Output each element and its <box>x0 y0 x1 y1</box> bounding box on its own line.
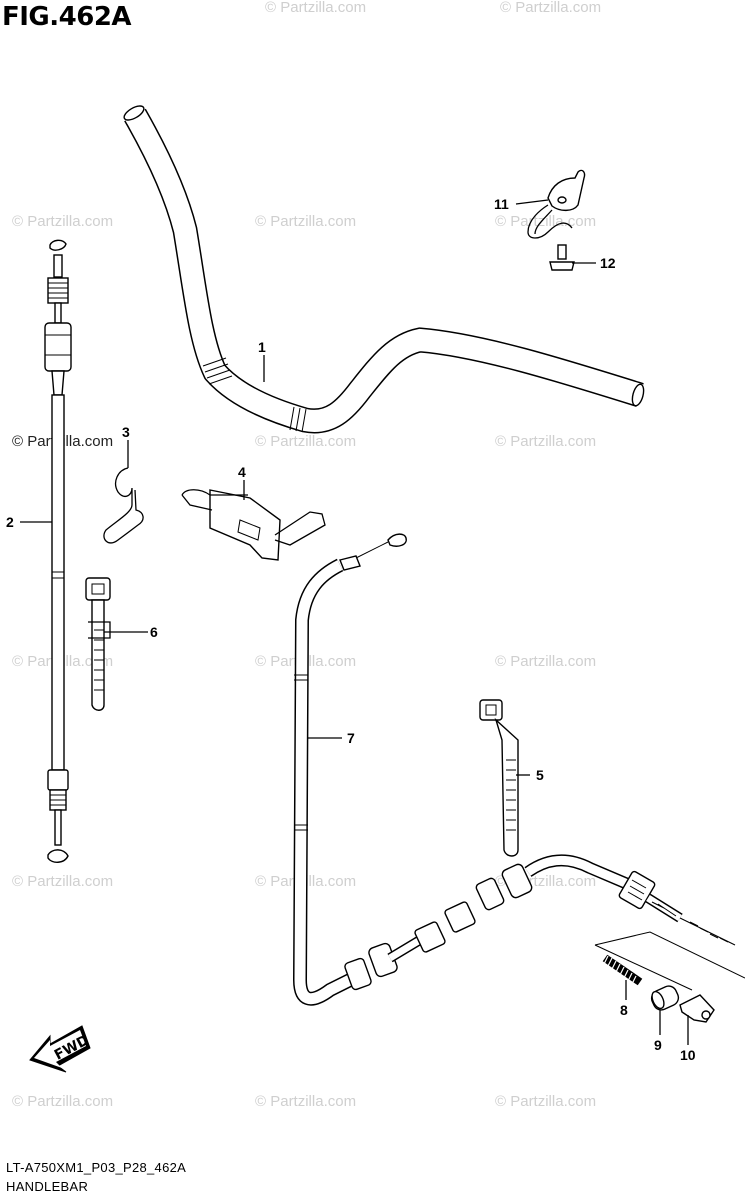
callout-8: 8 <box>620 1002 628 1018</box>
callout-4: 4 <box>238 464 246 480</box>
bolt-part <box>549 244 575 271</box>
callouts: 1 2 3 4 5 6 7 8 9 10 11 12 <box>6 196 696 1063</box>
throttle-cable-part <box>44 239 72 863</box>
watermark: © Partzilla.com <box>12 213 113 230</box>
watermark: © Partzilla.com <box>265 0 366 16</box>
spring-part <box>602 954 643 986</box>
callout-6: 6 <box>150 624 158 640</box>
callout-9: 9 <box>654 1037 662 1053</box>
callout-7: 7 <box>347 730 355 746</box>
callout-3: 3 <box>122 424 130 440</box>
callout-5: 5 <box>536 767 544 783</box>
watermark: © Partzilla.com <box>255 1093 356 1110</box>
holder-part <box>181 489 326 561</box>
callout-12: 12 <box>600 255 616 271</box>
figure-title: FIG.462A <box>2 2 132 32</box>
watermark: © Partzilla.com <box>495 213 596 230</box>
callout-1: 1 <box>258 339 266 355</box>
watermark: © Partzilla.com <box>12 1093 113 1110</box>
clip-part <box>103 467 144 544</box>
callout-2: 2 <box>6 514 14 530</box>
cable-tie-part <box>479 699 519 857</box>
collar-part <box>650 985 680 1011</box>
watermark: © Partzilla.com <box>500 0 601 16</box>
figure-code: LT-A750XM1_P03_P28_462A <box>6 1160 187 1175</box>
knurl-band <box>202 357 233 385</box>
bracket-part <box>527 169 586 239</box>
watermark: © Partzilla.com <box>255 433 356 450</box>
figure-caption: HANDLEBAR <box>6 1179 89 1194</box>
leader-lines <box>20 199 689 1045</box>
adjuster-part <box>679 994 715 1023</box>
brake-cable-part <box>292 533 736 1006</box>
cable-tie-part <box>85 577 111 711</box>
watermark: © Partzilla.com <box>255 213 356 230</box>
watermark: © Partzilla.com <box>495 1093 596 1110</box>
watermark: © Partzilla.com <box>495 653 596 670</box>
handlebar-part <box>123 105 645 434</box>
callout-10: 10 <box>680 1047 696 1063</box>
watermark: © Partzilla.com <box>12 873 113 890</box>
fwd-arrow-icon: FWD <box>29 1025 92 1073</box>
callout-11: 11 <box>494 196 509 212</box>
knurl-band <box>289 406 307 433</box>
watermark: © Partzilla.com <box>495 433 596 450</box>
